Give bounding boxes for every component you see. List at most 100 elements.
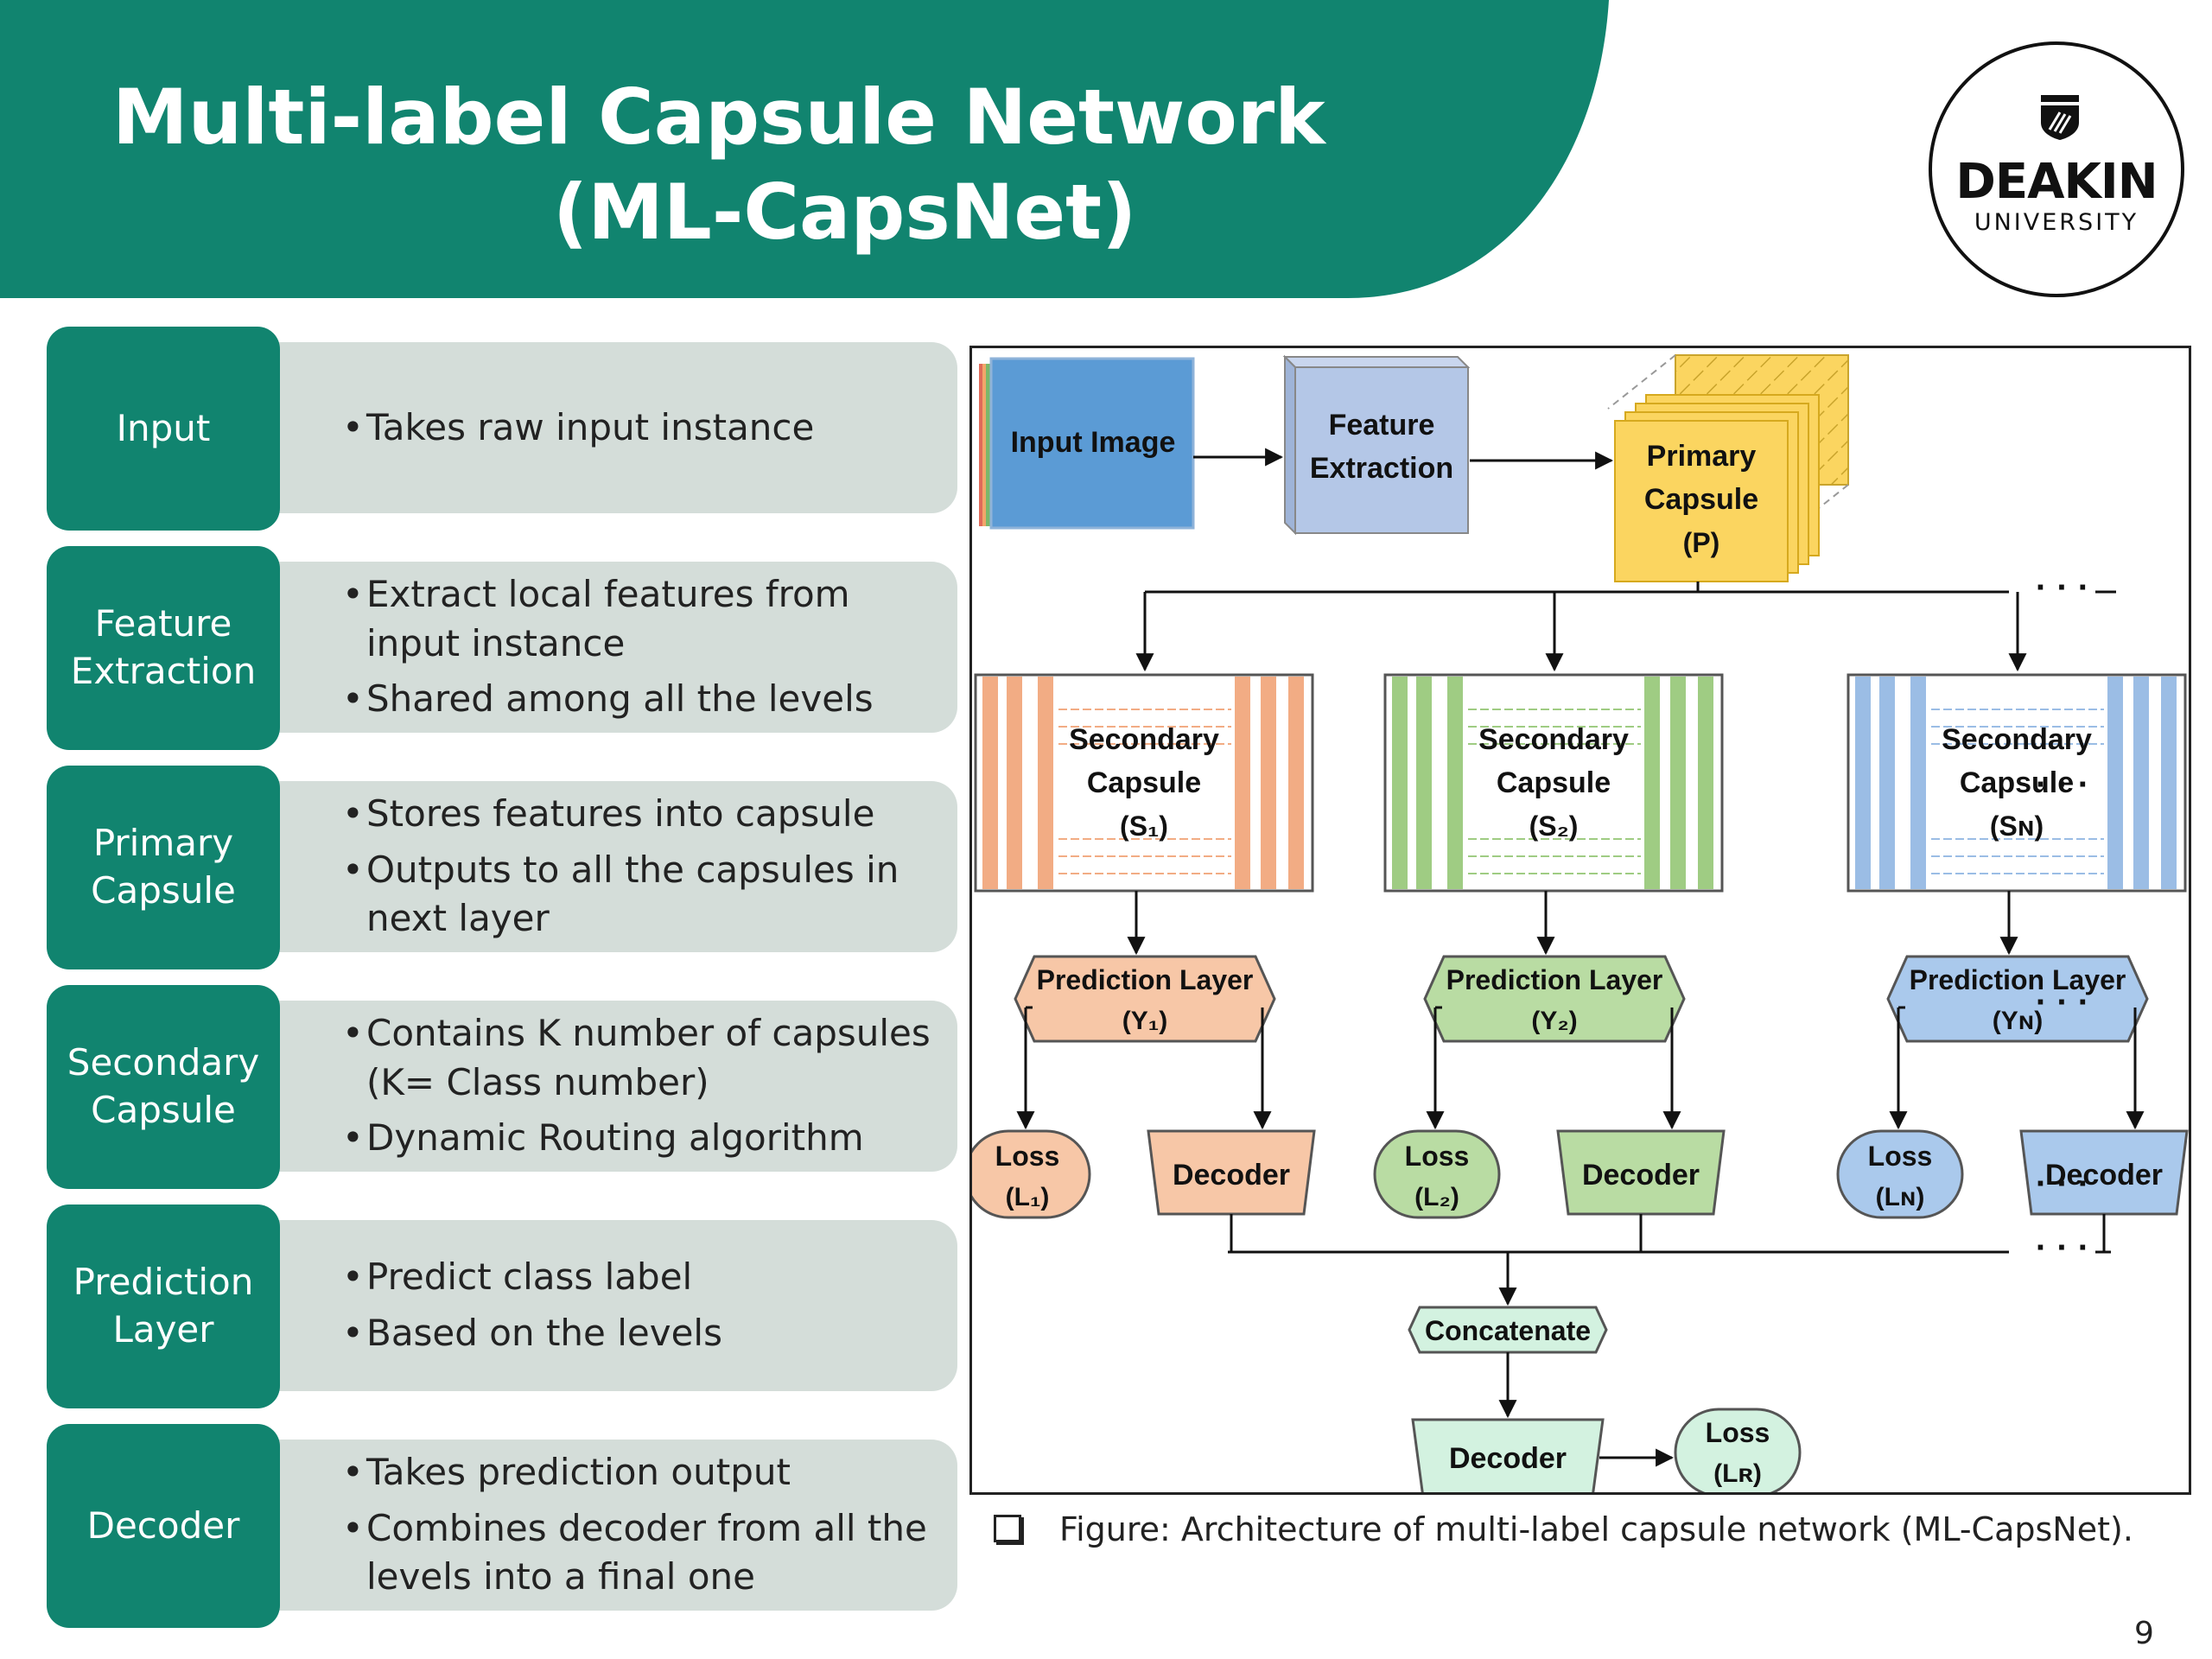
row-bullet: Based on the levels bbox=[342, 1309, 940, 1358]
capsule-stripe bbox=[982, 677, 998, 889]
loss-box bbox=[1373, 1129, 1501, 1219]
row-description-3: Contains K number of capsules (K= Class … bbox=[259, 1001, 957, 1172]
input-image-box bbox=[989, 357, 1195, 530]
row-bullet: Dynamic Routing algorithm bbox=[342, 1114, 940, 1163]
secondary-capsule-box bbox=[974, 673, 1314, 893]
decoder-box bbox=[1147, 1129, 1316, 1216]
capsule-stripe bbox=[1261, 677, 1276, 889]
primary-capsule-label: (P) bbox=[1683, 527, 1720, 558]
secondary-capsule-label: Capsule bbox=[1087, 766, 1201, 799]
row-bullet: Stores features into capsule bbox=[342, 790, 940, 839]
row-bullet: Takes raw input instance bbox=[342, 404, 940, 453]
caption-text: Figure: Architecture of multi-label caps… bbox=[1059, 1510, 2133, 1548]
capsule-stripe bbox=[1855, 677, 1871, 889]
primary-capsule-label: Capsule bbox=[1644, 483, 1758, 516]
capsule-stripe bbox=[2107, 677, 2123, 889]
feature-extraction-label: Extraction bbox=[1310, 452, 1453, 485]
capsule-stripe bbox=[1007, 677, 1022, 889]
title-banner bbox=[0, 0, 1609, 298]
deakin-logo: DEAKIN UNIVERSITY bbox=[1929, 41, 2184, 297]
row-label-4: Prediction Layer bbox=[47, 1205, 280, 1408]
secondary-capsule-label: Secondary bbox=[1478, 723, 1629, 756]
feature-box-top bbox=[1282, 356, 1471, 368]
row-bullet: Takes prediction output bbox=[342, 1448, 940, 1497]
row-bullet: Extract local features from input instan… bbox=[342, 570, 940, 668]
row-bullet: Outputs to all the capsules in next laye… bbox=[342, 846, 940, 944]
row-description-2: Stores features into capsuleOutputs to a… bbox=[259, 781, 957, 952]
concatenate-box bbox=[1408, 1306, 1608, 1354]
row-description-0: Takes raw input instance bbox=[259, 342, 957, 513]
prediction-layer-label: (Y₁) bbox=[1122, 1007, 1167, 1035]
row-label-3: Secondary Capsule bbox=[47, 985, 280, 1189]
prediction-layer-box bbox=[1014, 955, 1276, 1043]
capsule-stripe bbox=[1288, 677, 1304, 889]
row-label-0: Input bbox=[47, 327, 280, 531]
prediction-layer-label: Prediction Layer bbox=[1910, 964, 2126, 995]
secondary-capsule-box bbox=[1383, 673, 1724, 893]
row-bullet: Combines decoder from all the levels int… bbox=[342, 1504, 940, 1602]
loss-label: (L₁) bbox=[1006, 1183, 1050, 1211]
page-number: 9 bbox=[2134, 1616, 2154, 1651]
final-loss-label: Loss bbox=[1706, 1417, 1770, 1448]
capsule-stripe bbox=[1698, 677, 1713, 889]
row-description-1: Extract local features from input instan… bbox=[259, 562, 957, 733]
concatenate-label: Concatenate bbox=[1425, 1315, 1591, 1346]
row-description-4: Predict class labelBased on the levels bbox=[259, 1220, 957, 1391]
row-description-5: Takes prediction outputCombines decoder … bbox=[259, 1440, 957, 1611]
decoder-box bbox=[2019, 1129, 2189, 1216]
capsule-stripe bbox=[1235, 677, 1250, 889]
row-bullet: Contains K number of capsules (K= Class … bbox=[342, 1009, 940, 1107]
prediction-layer-box bbox=[1886, 955, 2149, 1043]
capsule-stripe bbox=[1670, 677, 1686, 889]
secondary-capsule-label: Secondary bbox=[1069, 723, 1219, 756]
deakin-shield-icon bbox=[2041, 95, 2079, 140]
capsule-stripe bbox=[1392, 677, 1408, 889]
secondary-capsule-label: Secondary bbox=[1942, 723, 2092, 756]
feature-extraction-label: Feature bbox=[1329, 409, 1435, 442]
ellipsis: · · · bbox=[2036, 766, 2089, 804]
secondary-capsule-label: Capsule bbox=[1960, 766, 2074, 799]
prediction-layer-label: (Yɴ) bbox=[1993, 1007, 2043, 1035]
ellipsis: · · · bbox=[2036, 1229, 2089, 1267]
secondary-capsule-box bbox=[1847, 673, 2187, 893]
capsule-stripe bbox=[1038, 677, 1053, 889]
secondary-capsule-label: Capsule bbox=[1497, 766, 1611, 799]
ellipsis: · · · bbox=[2036, 569, 2089, 607]
loss-label: Loss bbox=[1868, 1141, 1933, 1172]
feature-box-side bbox=[1284, 354, 1296, 536]
ellipsis: · · · bbox=[2036, 1165, 2089, 1203]
checkbox-bullet-icon bbox=[994, 1515, 1021, 1542]
capsule-stripe bbox=[1910, 677, 1926, 889]
secondary-capsule-label: (S₂) bbox=[1529, 810, 1579, 842]
primary-capsule-box bbox=[1614, 420, 1789, 582]
decoder-box bbox=[1556, 1129, 1726, 1216]
decoder-label: Decoder bbox=[2045, 1159, 2163, 1192]
row-label-2: Primary Capsule bbox=[47, 766, 280, 969]
final-decoder-label: Decoder bbox=[1449, 1442, 1567, 1475]
loss-box bbox=[1836, 1129, 1964, 1219]
row-bullet: Predict class label bbox=[342, 1253, 940, 1302]
secondary-capsule-label: (Sɴ) bbox=[1990, 810, 2044, 842]
prediction-layer-box bbox=[1423, 955, 1686, 1043]
capsule-stripe bbox=[2133, 677, 2149, 889]
prediction-layer-label: (Y₂) bbox=[1531, 1007, 1577, 1035]
capsule-stripe bbox=[2161, 677, 2177, 889]
capsule-stripe bbox=[1416, 677, 1432, 889]
loss-label: Loss bbox=[1405, 1141, 1470, 1172]
prediction-layer-label: Prediction Layer bbox=[1446, 964, 1663, 995]
primary-capsule-edge bbox=[1607, 354, 1676, 410]
capsule-stripe bbox=[1447, 677, 1463, 889]
row-label-5: Decoder bbox=[47, 1424, 280, 1628]
capsule-stripe bbox=[1879, 677, 1895, 889]
decoder-label: Decoder bbox=[1173, 1159, 1290, 1192]
loss-label: Loss bbox=[995, 1141, 1060, 1172]
prediction-layer-label: Prediction Layer bbox=[1037, 964, 1254, 995]
slide-title-line1: Multi-label Capsule Network bbox=[112, 73, 1325, 162]
loss-label: (Lɴ) bbox=[1876, 1183, 1925, 1211]
final-loss-label: (Lʀ) bbox=[1713, 1459, 1762, 1488]
decoder-label: Decoder bbox=[1582, 1159, 1700, 1192]
feature-extraction-box bbox=[1294, 366, 1469, 534]
secondary-capsule-label: (S₁) bbox=[1120, 810, 1168, 842]
capsule-stripe bbox=[1644, 677, 1660, 889]
